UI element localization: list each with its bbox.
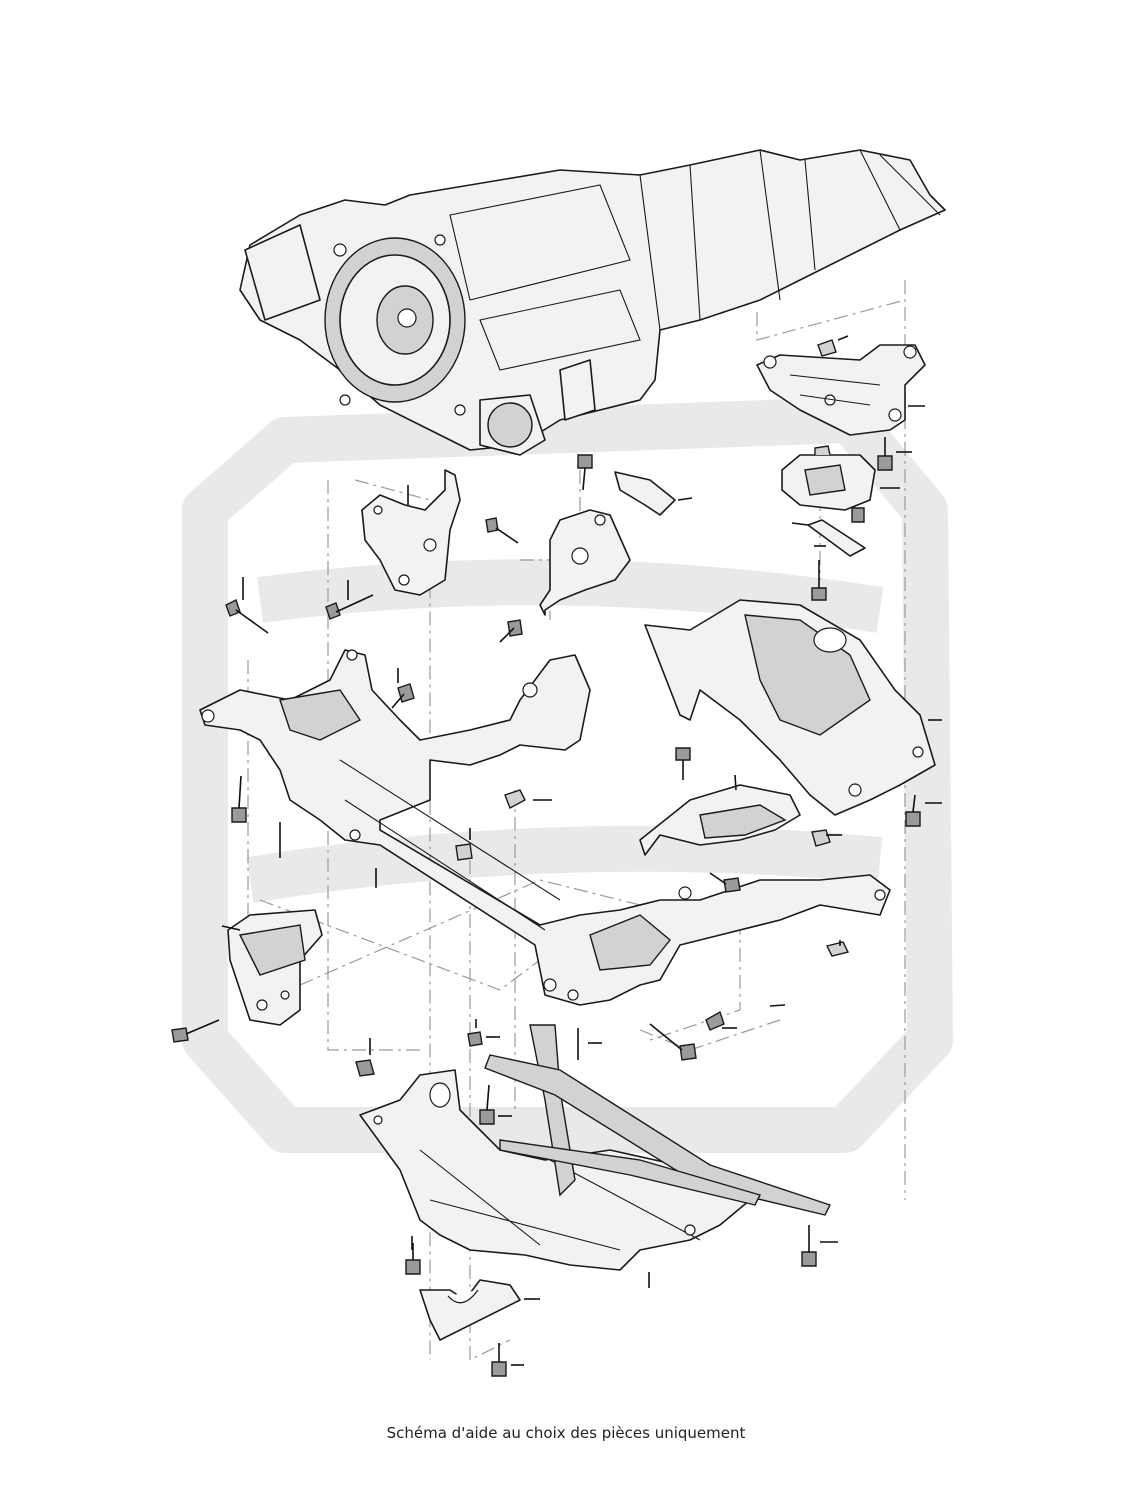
bolt-14 [355,1059,375,1077]
bolts-and-nuts [171,437,921,1377]
bolt-18 [491,1343,507,1377]
bolt-6 [391,683,415,709]
bolt-5 [499,619,523,643]
small-cover-plate [419,1279,521,1341]
bolt-4 [577,454,593,491]
bolt-8 [675,747,691,780]
bolt-15 [467,1031,483,1047]
center-bracket [539,509,631,616]
bolt-16 [479,1084,495,1125]
bolt-20 [877,437,893,471]
right-heat-shield [644,599,936,816]
bottom-skid-plate [359,1024,831,1271]
diagram-caption: Schéma d'aide au choix des pièces unique… [386,1424,746,1442]
bolt-22 [851,507,865,523]
rubber-transmission-mount [781,445,876,557]
subframe-crossmember [199,649,891,1006]
nut-2 [455,843,473,861]
bolt-1 [225,599,269,634]
nut-1 [504,789,526,809]
bolt-12 [649,1023,697,1061]
mid-heat-shield [639,784,801,856]
nut-4 [825,941,850,957]
left-side-shield [227,909,323,1026]
bolt-19 [801,1225,817,1267]
upper-left-bracket [361,469,461,596]
small-top-bracket [614,471,676,516]
bolt-17 [405,1243,421,1275]
bolt-10 [709,872,741,893]
bolt-7 [231,775,247,823]
bolt-2 [325,594,374,620]
transmission-assembly [239,149,946,456]
bolt-13 [705,1010,725,1031]
bolt-3 [485,517,519,544]
callout-ticks [221,335,942,1366]
transmission-mount-bracket [756,339,926,436]
nut-3 [811,829,831,847]
bolt-21 [811,560,827,601]
bolt-9 [905,794,921,827]
bolt-11 [171,1019,220,1043]
